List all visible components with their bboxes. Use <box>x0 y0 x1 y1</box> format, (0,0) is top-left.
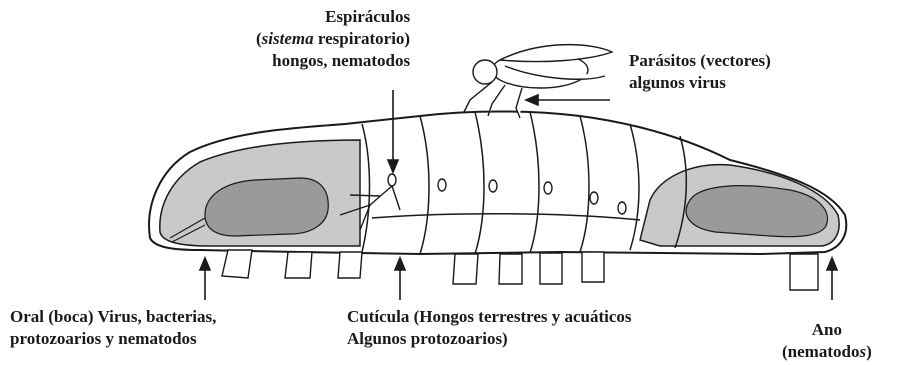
parasitos-agents: algunos virus <box>629 72 771 94</box>
ano-agents: (nematodos) <box>782 341 872 363</box>
label-parasitos: Parásitos (vectores) algunos virus <box>629 50 771 94</box>
parasitos-title: Parásitos (vectores) <box>629 50 771 72</box>
cuticula-agents: Algunos protozoarios) <box>347 328 632 350</box>
oral-agents: protozoarios y nematodos <box>10 328 216 350</box>
label-ano: Ano (nematodos) <box>782 319 872 363</box>
espiraculos-subtitle: (sistema respiratorio) <box>256 28 410 50</box>
parasitic-fly-icon <box>464 45 612 118</box>
label-espiraculos: Espiráculos (sistema respiratorio) hongo… <box>256 6 410 72</box>
oral-title: Oral (boca) Virus, bacterias, <box>10 306 216 328</box>
legs <box>222 250 818 290</box>
espiraculos-agents: hongos, nematodos <box>256 50 410 72</box>
espiraculos-title: Espiráculos <box>256 6 410 28</box>
label-oral: Oral (boca) Virus, bacterias, protozoari… <box>10 306 216 350</box>
ano-title: Ano <box>782 319 872 341</box>
cuticula-title: Cutícula (Hongos terrestres y acuáticos <box>347 306 632 328</box>
label-cuticula: Cutícula (Hongos terrestres y acuáticos … <box>347 306 632 350</box>
